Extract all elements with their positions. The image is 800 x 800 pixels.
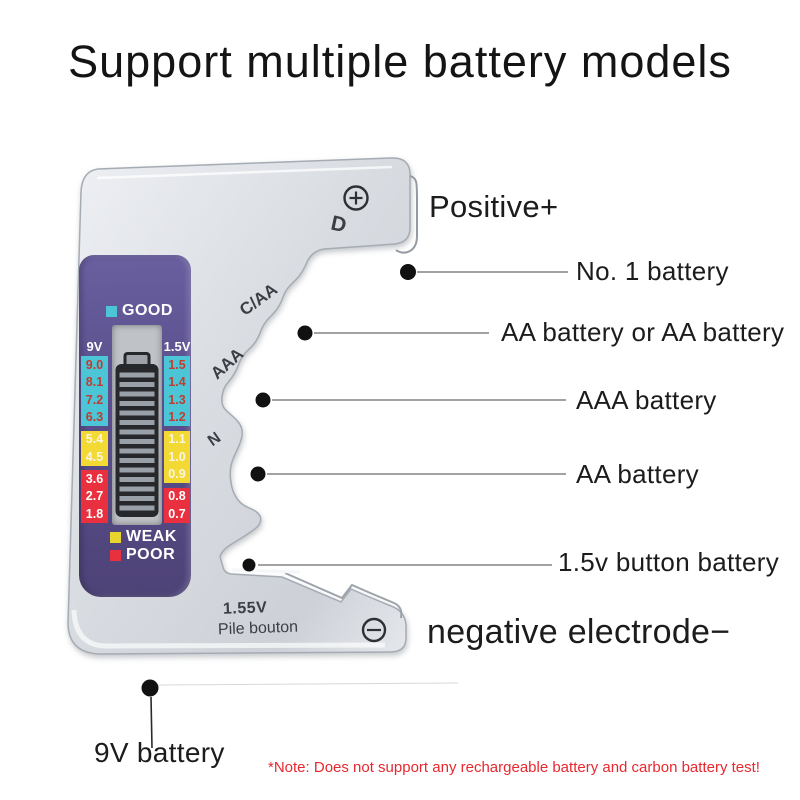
scale-cell: 1.1 [164,430,190,448]
scale-cell: 0.9 [164,465,190,483]
annotation-no1-battery: No. 1 battery [576,256,729,286]
annotation-9v-battery: 9V battery [94,737,225,768]
leader-lines [150,271,568,749]
top-bevel-highlight [96,165,393,180]
scale-cell: 5.4 [81,430,108,448]
annotation-aaa-battery: AAA battery [576,385,717,415]
good-color-swatch-icon [106,305,117,317]
scale-cell: 2.7 [81,487,108,505]
status-poor: POOR [110,546,175,564]
annotation-positive: Positive+ [429,189,559,224]
scale-cell: 1.4 [164,373,190,391]
leader-dot-no1 [400,264,416,280]
scale-header-9v: 9V [86,339,103,354]
scale-cell: 1.3 [164,391,190,409]
leader-line-9v-faint [157,682,459,686]
positive-terminal-icon [343,185,369,211]
battery-glyph-nub-icon [123,352,151,365]
button-slot-ledge-highlight [231,568,301,574]
scale-cell: 8.1 [81,373,108,391]
scale-column-1v5: 1.5V 1.5 1.4 1.3 1.2 1.1 1.0 0.9 0.8 0.7 [164,337,190,523]
scale-cell: 9.0 [81,356,108,374]
scale-cell: 0.7 [164,505,190,523]
scale-cell: 3.6 [81,470,108,488]
page-title: Support multiple battery models [68,36,732,87]
weak-label: WEAK [126,528,177,545]
annotation-negative: negative electrode− [427,613,731,651]
poor-color-swatch-icon [110,549,121,561]
leader-line-9v [150,696,153,749]
leader-dot-aa [250,466,266,482]
scale-cell: 6.3 [81,408,108,426]
scale-cell: 1.2 [164,408,190,426]
top-spring-clip [395,175,418,254]
scale-cell: 0.8 [164,487,190,505]
good-label: GOOD [122,302,173,319]
annotation-aa-or-aa-battery: AA battery or AA battery [501,317,785,347]
status-weak: WEAK [110,528,177,546]
scale-cell: 4.5 [81,448,108,466]
weak-color-swatch-icon [110,531,121,543]
status-good: GOOD [106,302,173,320]
scale-header-1v5: 1.5V [163,339,191,354]
scale-cell: 1.5 [164,356,190,374]
scale-cell: 7.2 [81,391,108,409]
body-text-pile-bouton: Pile bouton [217,618,299,639]
bottom-face-highlight [71,609,386,649]
poor-label: POOR [126,546,176,563]
annotation-button-battery: 1.5v button battery [558,547,780,577]
button-slot-spring-clip [284,572,403,619]
scale-column-9v: 9V 9.0 8.1 7.2 6.3 5.4 4.5 3.6 2.7 1.8 [81,337,108,523]
body-text-155v: 1.55V [222,599,268,618]
annotation-aa-battery: AA battery [576,459,699,489]
leader-dot-c-aa [297,325,313,341]
battery-glyph-icon [115,364,159,517]
lcd-screen [112,325,162,525]
leader-dots [141,264,416,697]
leader-dot-button [242,558,256,572]
scale-cell: 1.0 [164,448,190,466]
leader-dot-aaa [255,392,271,408]
leader-dot-9v [141,679,159,697]
scale-cell: 1.8 [81,505,108,523]
negative-terminal-icon [361,617,387,643]
footnote: *Note: Does not support any rechargeable… [268,759,760,776]
